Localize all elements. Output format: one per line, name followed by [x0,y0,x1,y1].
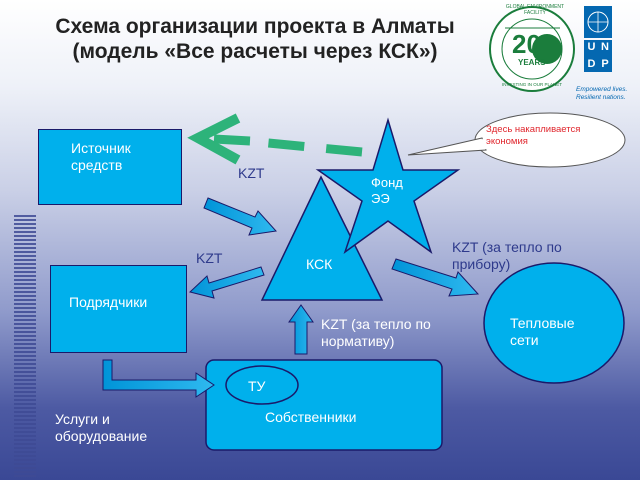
contractors-label: Подрядчики [69,294,148,310]
savings-return-arrow [187,113,363,165]
undp-letter-p: P [601,58,609,70]
undp-logo [584,6,612,72]
page-title: Схема организации проекта в Алматы (моде… [55,15,455,63]
flow-label-kzt-left: KZT [196,250,223,266]
arrow-ksk-to-heat [391,258,480,297]
gef-bottom-text: INVESTING IN OUR PLANET [501,82,562,87]
arrow-owners-to-ksk [288,304,314,355]
flow-label-kzt-meter: KZT (за тепло по прибору) [452,239,562,272]
undp-tagline: Empowered lives. Resilient nations. [576,86,628,101]
gef-ring-text: GLOBAL ENVIRONMENT FACILITY [505,4,565,16]
decorative-barcode [14,215,36,477]
fund-label: Фонд ЭЭ [371,175,403,206]
savings-callout-text: Здесь накапливается экономия [486,124,581,147]
undp-letter-n: N [601,41,609,53]
gef-logo [489,6,575,92]
flow-label-services: Услуги и оборудование [55,411,148,444]
gef-years-label: YEARS [518,58,546,67]
undp-letter-d: D [587,58,596,70]
ksk-label: КСК [306,256,333,272]
heat-network-label: Тепловые сети [510,315,575,348]
owners-label: Собственники [265,409,357,425]
fund-star[interactable] [315,117,461,254]
source-label: Источник средств [71,140,131,173]
arrow-contractors-to-owners [102,359,215,398]
tu-label: ТУ [248,378,266,394]
savings-callout [407,112,626,168]
gef-years-number: 20 [512,29,541,59]
tu-ellipse[interactable] [225,365,299,405]
undp-letter-u: U [587,41,596,53]
contractors-box[interactable]: Подрядчики [50,265,187,353]
flow-label-kzt-norm: KZT (за тепло по нормативу) [321,316,431,349]
arrow-source-to-ksk [203,197,277,236]
source-box[interactable]: Источник средств [38,129,182,205]
flow-label-kzt-top: KZT [238,165,265,181]
arrow-ksk-to-contractors [188,266,265,299]
heat-network-circle[interactable] [483,262,625,384]
